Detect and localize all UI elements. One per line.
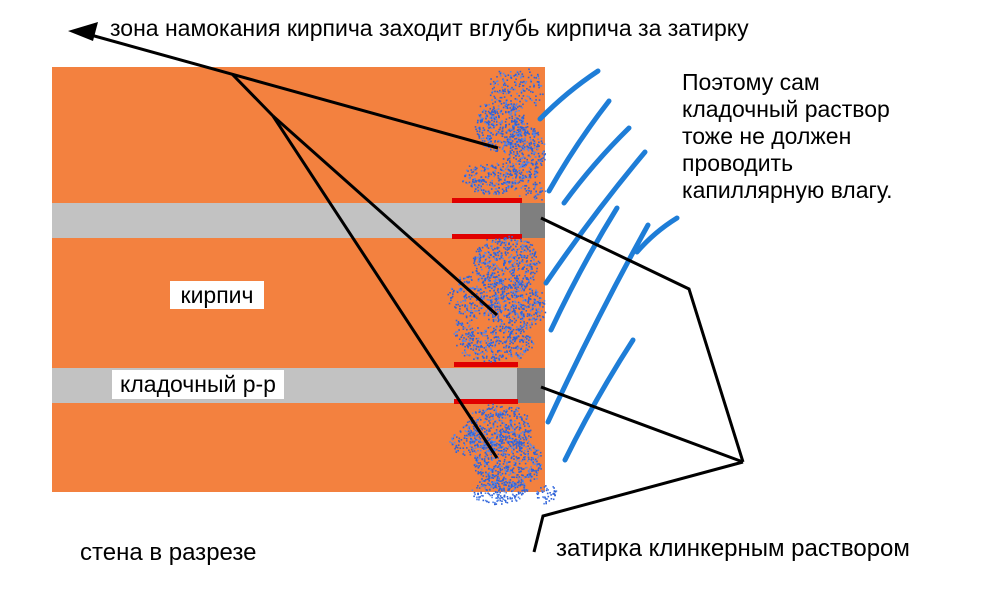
red-marker (454, 399, 518, 404)
label-wall-section: стена в разрезе (80, 539, 257, 566)
label-right-note: Поэтому сам кладочный раствор тоже не до… (682, 69, 893, 203)
label-grout-note: затирка клинкерным раствором (556, 535, 910, 562)
red-marker (452, 234, 522, 239)
pointer-top-note-branch (230, 72, 275, 118)
rain-stroke (561, 125, 632, 206)
rain-stroke (545, 222, 651, 425)
mortar-joint-upper (52, 203, 521, 238)
pointer-top-note-to-wet-zone-3 (271, 115, 499, 459)
grout-block-lower (517, 368, 545, 403)
rain-stroke (548, 205, 620, 333)
rain-stroke (537, 68, 601, 122)
rain-stroke (546, 98, 612, 194)
red-marker (452, 198, 522, 203)
wet-zone-stipple (447, 68, 558, 506)
pointer-junction-to-grout-label (532, 460, 744, 553)
rain-stroke (634, 215, 680, 255)
pointer-lower-grout-to-label (540, 385, 744, 464)
grout-block-upper (520, 203, 545, 238)
pointer-upper-grout-to-label (540, 216, 745, 463)
label-top-note: зона намокания кирпича заходит вглубь ки… (110, 15, 749, 41)
pointer-top-note-to-wet-zone-1 (79, 30, 499, 150)
label-mortar: кладочный р-р (112, 370, 284, 399)
arrowhead-left-icon (68, 22, 98, 41)
red-marker (454, 362, 518, 367)
pointer-top-note-to-wet-zone-2 (272, 114, 498, 317)
rain-stroke (543, 149, 648, 286)
rain-stroke (562, 337, 636, 463)
label-brick: кирпич (170, 281, 264, 309)
